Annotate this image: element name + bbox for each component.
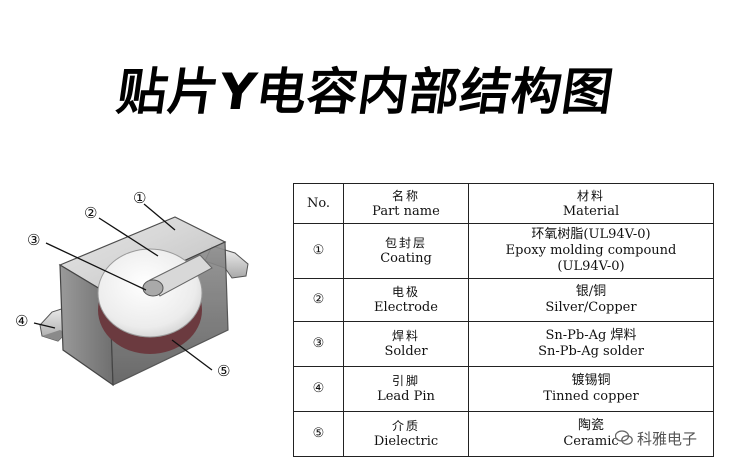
part-name-cell: 引脚 Lead Pin	[343, 366, 469, 412]
part-name-cell: 介质 Dielectric	[343, 411, 469, 457]
capacitor-illustration: ① ② ③ ④ ⑤	[15, 189, 249, 387]
wechat-icon	[615, 430, 633, 445]
table-row: ⑤ 介质 Dielectric 陶瓷 Ceramic	[293, 411, 714, 457]
callout-2: ②	[84, 204, 97, 222]
callout-1: ①	[133, 189, 146, 207]
row-number: ②	[293, 278, 344, 322]
table-header-row: No. 名称 Part name 材料 Material	[293, 183, 714, 224]
row-number: ①	[293, 223, 344, 279]
material-cell: 银/铜 Silver/Copper	[468, 278, 714, 322]
callout-5: ⑤	[217, 362, 230, 380]
row-number: ⑤	[293, 411, 344, 457]
row-number: ③	[293, 321, 344, 367]
part-name-cell: 焊料 Solder	[343, 321, 469, 367]
header-part-name: 名称 Part name	[343, 183, 469, 224]
leader-lines	[33, 203, 213, 371]
material-cell: Sn-Pb-Ag 焊料 Sn-Pb-Ag solder	[468, 321, 714, 367]
material-cell: 镀锡铜 Tinned copper	[468, 366, 714, 412]
header-material: 材料 Material	[468, 183, 714, 224]
material-cell: 环氧树脂(UL94V-0) Epoxy molding compound (UL…	[468, 223, 714, 279]
part-name-cell: 包封层 Coating	[343, 223, 469, 279]
watermark-text: 科雅电子	[637, 429, 698, 448]
row-number: ④	[293, 366, 344, 412]
table-row: ④ 引脚 Lead Pin 镀锡铜 Tinned copper	[293, 366, 714, 412]
table-row: ① 包封层 Coating 环氧树脂(UL94V-0) Epoxy moldin…	[293, 223, 714, 279]
electrode-tab	[142, 254, 213, 297]
table-row: ③ 焊料 Solder Sn-Pb-Ag 焊料 Sn-Pb-Ag solder	[293, 321, 714, 367]
page-title: 贴片Y电容内部结构图	[113, 63, 618, 121]
callout-4: ④	[15, 312, 28, 330]
callout-3: ③	[27, 231, 40, 249]
header-no: No.	[293, 183, 344, 224]
material-cell: 陶瓷 Ceramic	[468, 411, 714, 457]
watermark: 科雅电子	[615, 425, 725, 451]
parts-material-table: No. 名称 Part name 材料 Material ① 包封层 Coati…	[293, 183, 714, 457]
part-name-cell: 电极 Electrode	[343, 278, 469, 322]
table-row: ② 电极 Electrode 银/铜 Silver/Copper	[293, 278, 714, 322]
